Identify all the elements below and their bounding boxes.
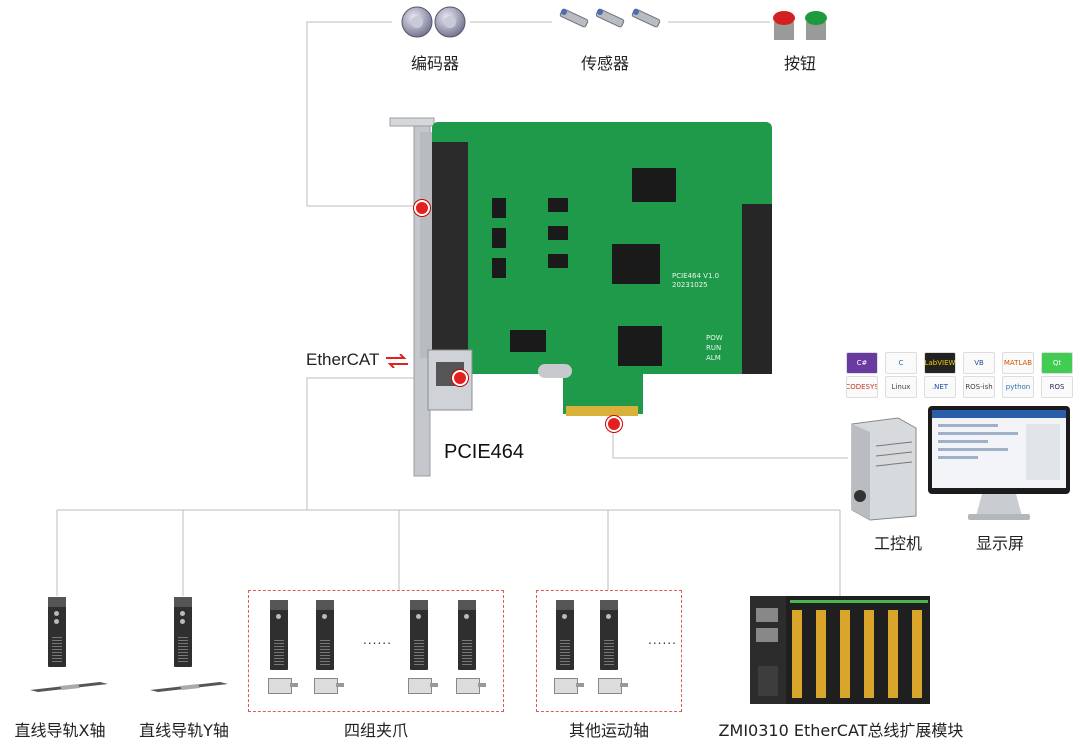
svg-text:POW: POW: [706, 334, 723, 342]
pcie-card: PCIE464 V1.0 20231025 POW RUN ALM: [388, 114, 780, 478]
ethercat-logo: EtherCAT: [306, 350, 410, 370]
industrial-pc-icon: [851, 417, 917, 521]
linear-rail-y-icon: [150, 682, 228, 692]
gripper-drive-1: [270, 600, 288, 670]
codesys-logo: CODESYS: [846, 376, 878, 398]
sensor-icon: [559, 8, 661, 28]
encoder-label: 编码器: [410, 54, 459, 73]
ethernet-port-marker: [452, 370, 468, 386]
other-drive-1: [556, 600, 574, 670]
monitor: [926, 404, 1072, 522]
vb-logo: VB: [963, 352, 995, 374]
servo-drive-y: [174, 597, 192, 667]
gripper-ellipsis: ......: [363, 633, 392, 647]
svg-text:20231025: 20231025: [672, 281, 708, 289]
other-axes-ellipsis: ......: [648, 633, 677, 647]
card-model-label: PCIE464: [444, 441, 525, 463]
ros-logo: ROS: [1041, 376, 1073, 398]
pcie-edge-marker: [606, 416, 622, 432]
ethercat-text: EtherCAT: [306, 350, 380, 369]
display-label: 显示屏: [975, 534, 1024, 553]
csharp-logo: C#: [846, 352, 878, 374]
pcie-card-image: PCIE464 V1.0 20231025 POW RUN ALM: [389, 117, 772, 477]
dotnet-logo: .NET: [924, 376, 956, 398]
ros-alt-logo: ROS-ish: [963, 376, 995, 398]
monitor-icon: [928, 406, 1070, 520]
axis-x-label: 直线导轨X轴: [14, 721, 106, 740]
labview-logo: LabVIEW: [924, 352, 956, 374]
gripper-motor-1: [268, 678, 298, 694]
io-expansion-module-icon: [750, 596, 930, 704]
ipc-label: 工控机: [873, 534, 922, 553]
encoder-icon: [401, 6, 466, 38]
sensor-device: [556, 4, 666, 34]
expansion-module-label: ZMI0310 EtherCAT总线扩展模块: [718, 721, 964, 740]
other-motor-1: [554, 678, 584, 694]
ethercat-arrows-icon: [385, 352, 408, 369]
linear-rail-x-icon: [30, 682, 108, 692]
svg-text:ALM: ALM: [706, 354, 721, 362]
matlab-logo: MATLAB: [1002, 352, 1034, 374]
io-expansion-module: [750, 596, 930, 704]
other-axes-label: 其他运动轴: [568, 721, 649, 740]
c-logo: C: [885, 352, 917, 374]
gripper-group-label: 四组夹爪: [343, 721, 408, 740]
python-logo: python: [1002, 376, 1034, 398]
qt-logo: Qt: [1041, 352, 1073, 374]
db-connector-marker: [414, 200, 430, 216]
push-button-icon: [773, 11, 827, 40]
other-motor-2: [598, 678, 628, 694]
svg-text:PCIE464 V1.0: PCIE464 V1.0: [672, 272, 719, 280]
encoder-device: [400, 4, 468, 40]
gripper-motor-3: [408, 678, 438, 694]
sensor-label: 传感器: [580, 54, 629, 73]
svg-text:RUN: RUN: [706, 344, 721, 352]
linux-logo: Linux: [885, 376, 917, 398]
button-label: 按钮: [783, 54, 816, 73]
servo-drive-x: [48, 597, 66, 667]
other-drive-2: [600, 600, 618, 670]
gripper-motor-2: [314, 678, 344, 694]
gripper-drive-3: [410, 600, 428, 670]
gripper-group: [248, 590, 504, 712]
industrial-pc: [846, 416, 918, 522]
button-device: [768, 4, 832, 44]
other-axes-group: [536, 590, 682, 712]
gripper-drive-2: [316, 600, 334, 670]
axis-y-label: 直线导轨Y轴: [139, 721, 229, 740]
gripper-motor-4: [456, 678, 486, 694]
gripper-drive-4: [458, 600, 476, 670]
